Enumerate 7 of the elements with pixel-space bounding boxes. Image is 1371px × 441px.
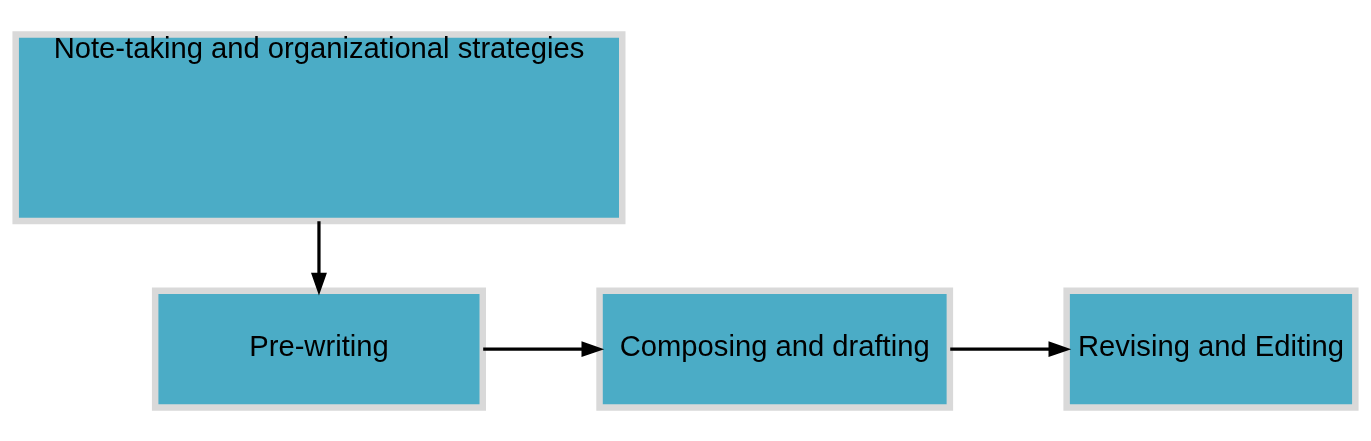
node-box: Pre-writing — [151, 287, 486, 411]
arrow — [950, 340, 1072, 357]
node-box: Revising and Editing — [1063, 287, 1359, 411]
node-box: Composing and drafting — [596, 287, 954, 411]
arrow — [311, 220, 327, 295]
arrow — [483, 340, 605, 357]
node-box: Note-taking and organizational strategies — [12, 30, 626, 224]
